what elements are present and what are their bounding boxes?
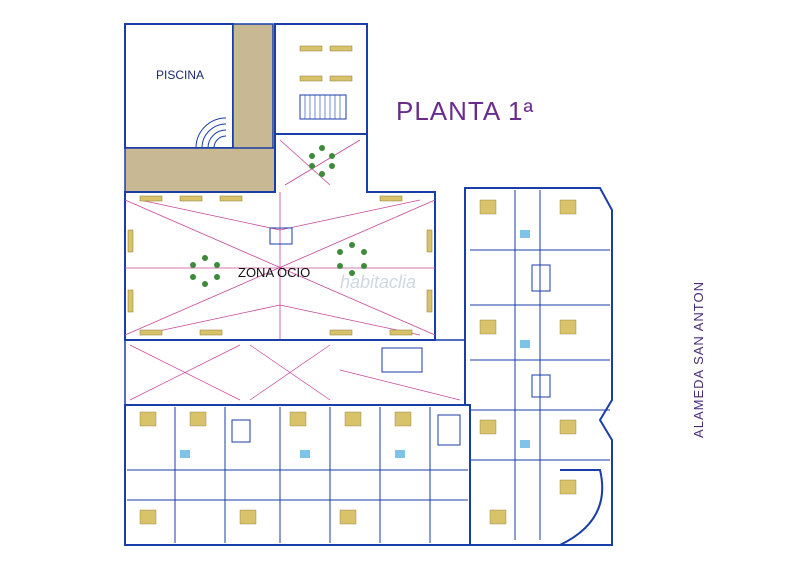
- plan-title: PLANTA 1ª: [396, 96, 535, 126]
- terrace-pink-lines: [124, 139, 436, 340]
- bottom-block-lifts: [231, 414, 461, 446]
- upper-stairs: [299, 94, 347, 120]
- rounded-corner: [559, 469, 604, 546]
- upper-stairs-lines: [304, 95, 341, 119]
- planter-top: [309, 145, 335, 177]
- bathroom-fixtures: [180, 230, 530, 458]
- right-block: [464, 187, 613, 546]
- bottom-block: [124, 404, 471, 546]
- right-block-lift: [531, 264, 551, 398]
- leisure-zone-label: ZONA OCIO: [238, 265, 311, 280]
- furniture: [139, 199, 577, 525]
- pool-label: PISCINA: [156, 68, 205, 82]
- right-block-units: [470, 190, 610, 540]
- street-label: ALAMEDA SAN ANTON: [690, 281, 706, 438]
- pool: [124, 23, 234, 149]
- terrace-benches: [127, 45, 433, 336]
- bottom-block-units: [127, 407, 468, 543]
- watermark: habitaclia: [340, 272, 417, 292]
- planter-left: [190, 255, 220, 287]
- corridor-lines: [129, 344, 461, 401]
- terrace-column: [269, 227, 293, 245]
- planter-right: [337, 242, 367, 276]
- pool-steps: [195, 117, 227, 149]
- pool-deck-bottom: [124, 147, 276, 193]
- corridor-stairs: [381, 347, 423, 373]
